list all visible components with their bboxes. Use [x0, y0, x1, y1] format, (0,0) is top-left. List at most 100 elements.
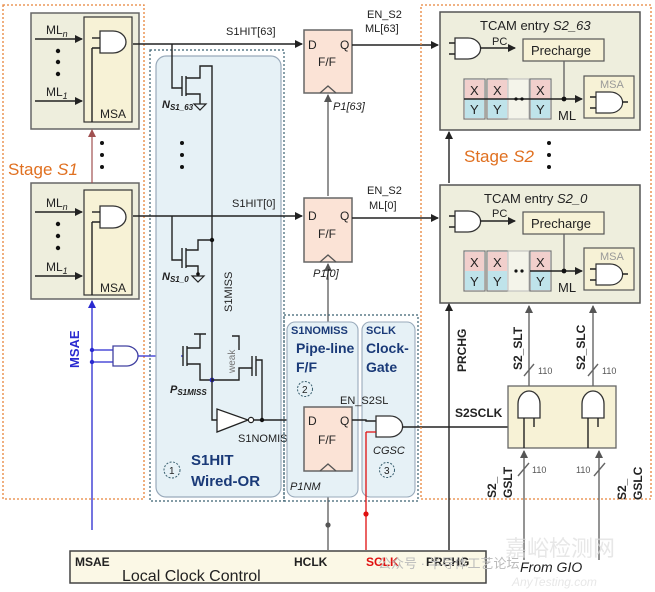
en-s2-63-l2: ML[63] [365, 23, 399, 35]
s1nomiss-label: S1NOMISS [238, 433, 295, 445]
wired-or-block [155, 55, 282, 498]
tcam-entry-s2-63: TCAM entry S2_63 PC Precharge X Y X Y X … [439, 11, 641, 131]
pipeline-title-2: F/F [296, 359, 317, 375]
s2-slt-label: S2_SLT [511, 326, 525, 370]
wired-or-dashed-region [149, 49, 285, 502]
n-s1-0-label: NS1_0 [162, 271, 189, 284]
bus-width-gslt: 110 [532, 465, 546, 475]
circle-3: 3 [384, 466, 390, 477]
circle-1: 1 [169, 466, 175, 477]
stage-s1-label: Stage S1 [8, 160, 78, 179]
n-s1-63-label: NS1_63 [162, 99, 194, 112]
en-s2-0-l1: EN_S2 [367, 185, 402, 197]
lcc-msae: MSAE [75, 555, 110, 569]
bus-width-slc: 110 [602, 366, 616, 376]
svg-text:PC: PC [492, 208, 507, 220]
s1-block-top: MLn ML1 MSA [30, 12, 140, 130]
bus-width-gslc: 110 [576, 465, 590, 475]
s2-gslt-l1: S2_ [485, 476, 499, 498]
s1hit-63-label: S1HIT[63] [226, 26, 276, 38]
svg-text:Y: Y [470, 102, 479, 117]
lcc-title: Local Clock Control [122, 568, 261, 585]
msae-side-label: MSAE [67, 330, 82, 368]
s2sclk-label: S2SCLK [455, 406, 503, 420]
svg-text:X: X [470, 255, 479, 270]
en-s2-63-l1: EN_S2 [367, 9, 402, 21]
s2-sl-gate-block [507, 385, 617, 449]
svg-text:TCAM entry S2_63: TCAM entry S2_63 [480, 18, 591, 33]
svg-text:Y: Y [536, 274, 545, 289]
p-s1miss-label: PS1MISS [170, 384, 207, 397]
ml-1-label: ML1 [46, 85, 68, 101]
p1-0-label: P1[0] [313, 268, 340, 280]
msa-label: MSA [100, 281, 126, 295]
svg-text:X: X [536, 255, 545, 270]
svg-text:Q: Q [340, 38, 349, 52]
lcc-sclk: SCLK [366, 555, 399, 569]
stage-s2-label: Stage S2 [464, 147, 534, 166]
and-gate-icon [581, 390, 605, 419]
and-gate-icon [454, 37, 482, 60]
clockgate-header: SCLK [366, 325, 396, 337]
ff-p1nm: D Q F/F [303, 406, 353, 472]
en-s2sl-label: EN_S2SL [340, 395, 388, 407]
svg-text:PC: PC [492, 36, 507, 48]
svg-text:Q: Q [340, 209, 349, 223]
stage-s1-region [2, 4, 145, 500]
lcc-hclk: HCLK [294, 555, 328, 569]
svg-text:X: X [493, 255, 502, 270]
s2-slc-label: S2_SLC [574, 324, 588, 370]
wired-or-title-1: S1HIT [191, 452, 234, 469]
s1miss-label: S1MISS [223, 272, 235, 312]
svg-text:X: X [493, 83, 502, 98]
svg-text:Y: Y [470, 274, 479, 289]
s2-gslc-l1: S2_ [615, 478, 629, 500]
from-gio-label: From GIO [520, 559, 582, 575]
msae-and-gate-icon [112, 345, 139, 367]
inverter-icon [216, 408, 250, 433]
clockgate-block [361, 321, 416, 498]
p1nm-label: P1NM [290, 481, 321, 493]
svg-text:Q: Q [340, 414, 349, 428]
and-gate-icon [454, 210, 482, 233]
watermark-text: 公众号 · 半导体工艺论坛 [378, 556, 520, 571]
tcam-entry-s2-0: TCAM entry S2_0 PC Precharge X Y X Y X Y… [439, 184, 641, 304]
watermark-url: AnyTesting.com [511, 575, 597, 589]
s2-gslt-l2: GSLT [501, 466, 515, 498]
clockgate-title-2: Gate [366, 359, 397, 375]
svg-text:Precharge: Precharge [531, 216, 591, 231]
svg-text:Y: Y [536, 102, 545, 117]
en-s2-0-l2: ML[0] [369, 200, 397, 212]
weak-label: weak [227, 349, 238, 374]
svg-text:Y: Y [493, 102, 502, 117]
s2-gslc-l2: GSLC [631, 466, 645, 500]
svg-text:ML: ML [558, 108, 576, 123]
svg-text:X: X [470, 83, 479, 98]
ml-1-label: ML1 [46, 260, 68, 276]
svg-text:Precharge: Precharge [531, 43, 591, 58]
lcc-prchg: PRCHG [426, 555, 469, 569]
ml-n-label: MLn [46, 196, 68, 212]
bus-width-slt: 110 [538, 366, 552, 376]
svg-text:F/F: F/F [318, 433, 336, 447]
s1hit-0-label: S1HIT[0] [232, 198, 275, 210]
svg-text:X: X [536, 83, 545, 98]
svg-text:D: D [308, 414, 317, 428]
and-gate-icon [99, 30, 127, 54]
msa-label: MSA [100, 107, 126, 121]
s1-block-bottom: MLn ML1 MSA [30, 182, 140, 300]
svg-text:TCAM entry S2_0: TCAM entry S2_0 [484, 191, 588, 206]
svg-text:MSA: MSA [600, 79, 625, 91]
clockgate-title-1: Clock- [366, 340, 409, 356]
local-clock-control-block: MSAE Local Clock Control HCLK SCLK PRCHG [69, 550, 487, 585]
cgsc-label: CGSC [373, 445, 405, 457]
stage-s2-region [420, 4, 652, 500]
p1-63-label: P1[63] [333, 101, 366, 113]
circle-2: 2 [302, 385, 308, 396]
clock-gate-and-icon [375, 415, 404, 438]
pipeline-header: S1NOMISS [291, 325, 348, 337]
prchg-side-label: PRCHG [455, 329, 469, 372]
svg-text:F/F: F/F [318, 55, 336, 69]
svg-text:F/F: F/F [318, 227, 336, 241]
